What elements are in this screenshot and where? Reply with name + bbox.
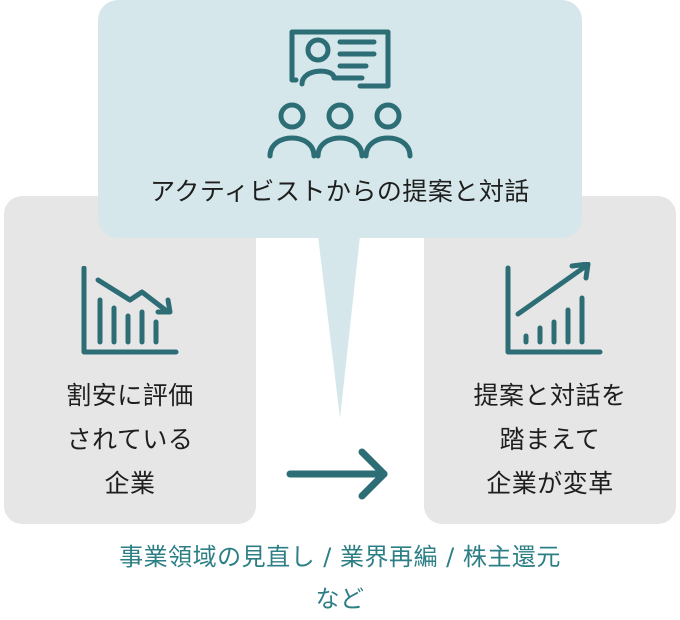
- undervalued-company-label: 割安に評価 されている 企業: [66, 381, 194, 498]
- declining-bar-chart-icon: [81, 266, 179, 355]
- examples-caption: 事業領域の見直し / 業界再編 / 株主還元 など: [119, 543, 561, 613]
- presentation-audience-icon: [267, 29, 413, 159]
- proposal-title: アクティビストからの提案と対話: [150, 177, 530, 206]
- transformed-company-label: 提案と対話を 踏まえて 企業が変革: [473, 381, 627, 498]
- undervalued-company-box: [4, 196, 256, 524]
- transformed-company-box: [424, 196, 676, 524]
- rising-bar-chart-icon: [505, 262, 603, 355]
- right-arrow-icon: [286, 448, 388, 500]
